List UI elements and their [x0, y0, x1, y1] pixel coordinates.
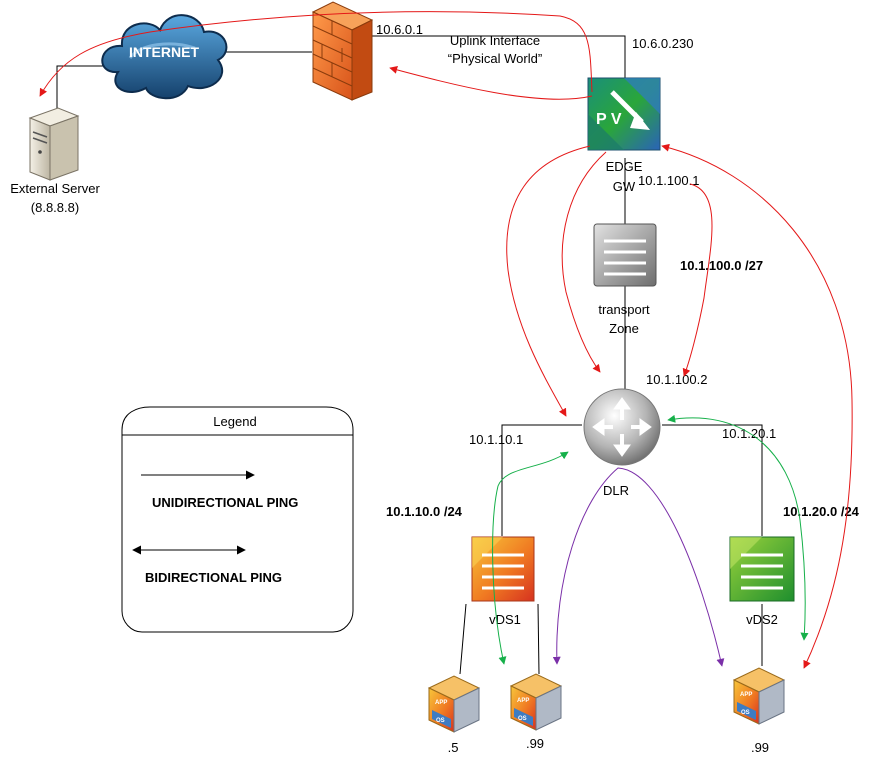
- vm-icon: APP OS: [732, 667, 786, 725]
- vm-os-label: OS: [436, 718, 445, 724]
- link-dlr-vds2: [662, 424, 763, 536]
- legend-box: [121, 406, 354, 633]
- ping-edge-to-firewall: [389, 65, 593, 100]
- ping-arrows: [39, 11, 853, 669]
- vm-2-label: .99: [526, 736, 544, 751]
- subnet-left: 10.1.10.0 /24: [386, 504, 463, 519]
- cloud-icon: [101, 14, 228, 100]
- dlr-right-ip: 10.1.20.1: [722, 426, 776, 441]
- vm-app-label: APP: [740, 692, 752, 698]
- uplink-sublabel: “Physical World”: [448, 51, 542, 66]
- vm-icon: APP OS: [427, 675, 481, 733]
- vm-app-label: APP: [517, 698, 529, 704]
- vds2-label: vDS2: [746, 612, 778, 627]
- server-icon: [28, 107, 80, 181]
- switch-icon: [593, 223, 657, 287]
- vm-1-label: .5: [448, 740, 459, 755]
- dlr-left-ip: 10.1.10.1: [469, 432, 523, 447]
- ping-edge-vm3: [661, 143, 853, 669]
- firewall-icon: [311, 1, 374, 101]
- uplink-label: Uplink Interface: [450, 33, 540, 48]
- ping-vm1-dlr: [492, 451, 569, 665]
- transport-zone-label: transport: [598, 302, 650, 317]
- legend: Legend UNIDIRECTIONAL PING BIDIRECTIONAL…: [121, 406, 354, 633]
- edge-internal-ip: 10.1.100.1: [638, 173, 699, 188]
- vds1: vDS1: [471, 536, 535, 627]
- internet-label: INTERNET: [129, 44, 199, 60]
- router-icon: [583, 388, 661, 466]
- dlr-name: DLR: [603, 483, 629, 498]
- vm-icon: APP OS: [509, 673, 563, 731]
- dlr: 10.1.100.2 10.1.10.1 10.1.20.1 DLR: [469, 372, 776, 498]
- ping-transit: [682, 183, 713, 377]
- edge-gateway-icon: P V: [587, 77, 661, 151]
- switch-icon: [729, 536, 795, 602]
- vm-3-label: .99: [751, 740, 769, 755]
- legend-unidirectional-label: UNIDIRECTIONAL PING: [152, 495, 298, 510]
- server-ip: (8.8.8.8): [31, 200, 79, 215]
- vm-os-label: OS: [741, 710, 750, 716]
- vm-3: APP OS: [732, 667, 786, 725]
- firewall: 10.6.0.1: [311, 1, 423, 101]
- ping-edge-to-dlr-inner: [561, 151, 607, 373]
- edge-name: EDGE: [606, 159, 643, 174]
- transit-subnet: 10.1.100.0 /27: [680, 258, 763, 273]
- link-vds1-vm1: [459, 603, 467, 675]
- link-vds1-vm2: [537, 603, 540, 675]
- switch-icon: [471, 536, 535, 602]
- vds2: vDS2: [729, 536, 795, 627]
- internet-cloud: INTERNET: [101, 14, 228, 100]
- vm-os-label: OS: [518, 716, 527, 722]
- dlr-uplink-ip: 10.1.100.2: [646, 372, 707, 387]
- legend-bidirectional-label: BIDIRECTIONAL PING: [145, 570, 282, 585]
- link-internet-server: [56, 65, 115, 108]
- server-name: External Server: [10, 181, 100, 196]
- firewall-ip: 10.6.0.1: [376, 22, 423, 37]
- link-firewall-edge: [372, 35, 626, 80]
- ping-edge-to-dlr-left: [506, 145, 591, 417]
- ping-vm2-vm3: [552, 467, 725, 667]
- transport-zone-sublabel: Zone: [609, 321, 639, 336]
- external-server: External Server (8.8.8.8): [10, 107, 100, 215]
- vm-app-label: APP: [435, 700, 447, 706]
- edge-uplink-ip: 10.6.0.230: [632, 36, 693, 51]
- legend-title: Legend: [213, 414, 256, 429]
- edge-name-line2: GW: [613, 179, 636, 194]
- vm-1: APP OS: [427, 675, 481, 733]
- transport-zone: transport Zone: [593, 223, 657, 336]
- edge-icon-letters: P V: [596, 111, 622, 128]
- vm-2: APP OS: [509, 673, 563, 731]
- vds1-label: vDS1: [489, 612, 521, 627]
- edge-gateway: P V 10.6.0.230 EDGE GW 10.1.100.1: [587, 36, 699, 194]
- ping-dlr-vm3: [667, 414, 809, 641]
- ping-edge-to-server: [39, 11, 593, 97]
